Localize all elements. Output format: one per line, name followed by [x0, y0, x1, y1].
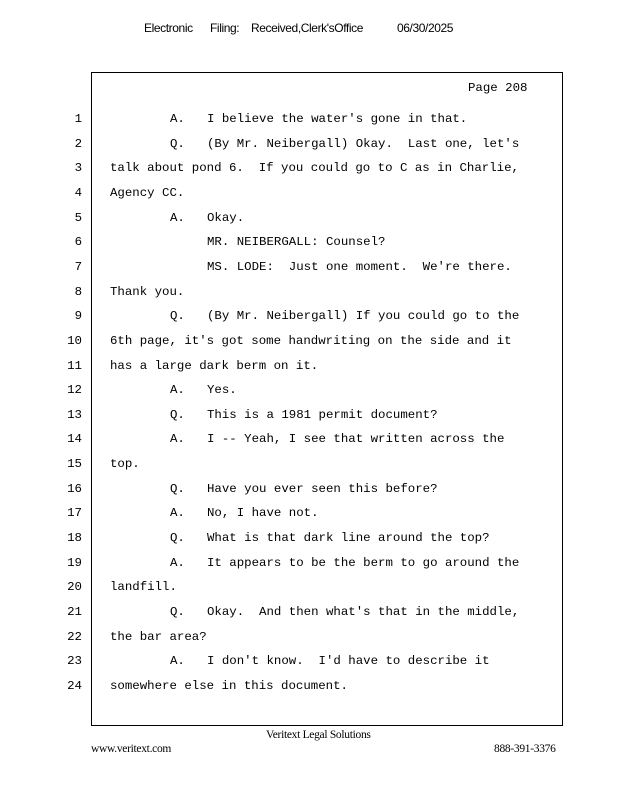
speaker-label: A. [170, 210, 185, 225]
transcript-line: 20 landfill. [0, 580, 618, 600]
transcript-line: 2 Q. (By Mr. Neibergall) Okay. Last one, l… [0, 137, 618, 157]
line-number: 24 [67, 678, 82, 693]
line-text: Okay. And then what's that in the middle… [207, 605, 520, 619]
line-number: 17 [67, 506, 82, 521]
line-text: landfill. [110, 580, 177, 595]
footer-website: www.veritext.com [91, 743, 172, 755]
line-text: Have you ever seen this before? [207, 481, 438, 496]
transcript-line: 9 Q. (By Mr. Neibergall) If you could go t… [0, 309, 618, 329]
transcript-line: 22 the bar area? [0, 630, 618, 650]
transcript-line: 8 Thank you. [0, 285, 618, 305]
speaker-label: Q. [170, 531, 185, 546]
transcript-line: 14 A. I -- Yeah, I see that written across… [0, 432, 618, 452]
line-text: I believe the water's gone in that. [207, 112, 468, 126]
page-number: Page 208 [468, 81, 528, 95]
header-date: 06/30/2025 [397, 21, 454, 35]
speaker-label: Q. [170, 136, 185, 151]
line-text: 6th page, it's got some handwriting on t… [110, 333, 512, 348]
transcript-line: 23 A. I don't know. I'd have to describe i… [0, 654, 618, 674]
line-number: 11 [67, 358, 82, 373]
line-text: the bar area? [110, 629, 207, 644]
line-number: 18 [67, 531, 82, 546]
transcript-line: 17 A. No, I have not. [0, 506, 618, 526]
transcript-frame [91, 72, 563, 726]
transcript-line: 24 somewhere else in this document. [0, 679, 618, 699]
line-number: 9 [74, 309, 82, 324]
speaker-label: Q. [170, 407, 185, 422]
line-text: I -- Yeah, I see that written across the [207, 432, 505, 447]
header-filing: Filing: [210, 21, 240, 35]
line-text: (By Mr. Neibergall) If you could go to t… [207, 309, 520, 324]
line-number: 7 [74, 259, 82, 274]
line-text: MS. LODE: Just one moment. We're there. [207, 259, 512, 274]
line-number: 15 [67, 457, 82, 472]
line-text: MR. NEIBERGALL: Counsel? [207, 235, 386, 250]
line-number: 6 [74, 235, 82, 250]
line-number: 2 [74, 136, 82, 151]
transcript-line: 18 Q. What is that dark line around the to… [0, 531, 618, 551]
speaker-label: Q. [170, 309, 185, 324]
line-text: (By Mr. Neibergall) Okay. Last one, let'… [207, 136, 520, 151]
transcript-line: 13 Q. This is a 1981 permit document? [0, 408, 618, 428]
line-number: 22 [67, 629, 82, 644]
line-number: 4 [74, 185, 82, 200]
line-number: 21 [67, 605, 82, 619]
transcript-line: 4 Agency CC. [0, 186, 618, 206]
speaker-label: A. [170, 654, 185, 669]
speaker-label: A. [170, 383, 185, 398]
transcript-line: 21 Q. Okay. And then what's that in the mi… [0, 605, 618, 625]
footer-company: Veritext Legal Solutions [266, 729, 371, 741]
transcript-line: 16 Q. Have you ever seen this before? [0, 482, 618, 502]
line-number: 20 [67, 580, 82, 595]
speaker-label: A. [170, 555, 185, 570]
line-text: Okay. [207, 210, 245, 225]
speaker-label: A. [170, 506, 185, 521]
line-number: 10 [67, 333, 82, 348]
transcript-line: 5 A. Okay. [0, 211, 618, 231]
line-number: 3 [74, 161, 82, 176]
transcript-line: 19 A. It appears to be the berm to go arou… [0, 556, 618, 576]
transcript-line: 11 has a large dark berm on it. [0, 359, 618, 379]
line-text: This is a 1981 permit document? [207, 407, 438, 422]
line-text: What is that dark line around the top? [207, 531, 490, 546]
transcript-line: 12 A. Yes. [0, 383, 618, 403]
line-number: 1 [74, 112, 82, 126]
transcript-line: 15 top. [0, 457, 618, 477]
speaker-label: Q. [170, 605, 185, 619]
transcript-line: 7 MS. LODE: Just one moment. We're there. [0, 260, 618, 280]
line-number: 19 [67, 555, 82, 570]
line-number: 12 [67, 383, 82, 398]
speaker-label: A. [170, 432, 185, 447]
line-text: has a large dark berm on it. [110, 358, 319, 373]
line-number: 8 [74, 284, 82, 299]
line-number: 14 [67, 432, 82, 447]
line-text: talk about pond 6. If you could go to C … [110, 161, 519, 176]
line-number: 13 [67, 407, 82, 422]
speaker-label: Q. [170, 481, 185, 496]
transcript-line: 6 MR. NEIBERGALL: Counsel? [0, 235, 618, 255]
footer-phone: 888-391-3376 [494, 743, 556, 755]
transcript-line: 10 6th page, it's got some handwriting on… [0, 334, 618, 354]
line-number: 5 [74, 210, 82, 225]
line-text: Thank you. [110, 284, 185, 299]
line-text: Agency CC. [110, 185, 185, 200]
line-text: top. [110, 457, 140, 472]
header-received: Received,Clerk'sOffice [251, 21, 363, 35]
line-number: 16 [67, 481, 82, 496]
header-electronic: Electronic [144, 21, 193, 35]
transcript-line: 1 A. I believe the water's gone in that. [0, 112, 618, 132]
speaker-label: A. [170, 112, 185, 126]
line-text: No, I have not. [207, 506, 319, 521]
line-text: somewhere else in this document. [110, 678, 348, 693]
line-text: I don't know. I'd have to describe it [207, 654, 490, 669]
line-text: Yes. [207, 383, 237, 398]
line-number: 23 [67, 654, 82, 669]
transcript-line: 3 talk about pond 6. If you could go to C… [0, 161, 618, 181]
line-text: It appears to be the berm to go around t… [207, 555, 520, 570]
